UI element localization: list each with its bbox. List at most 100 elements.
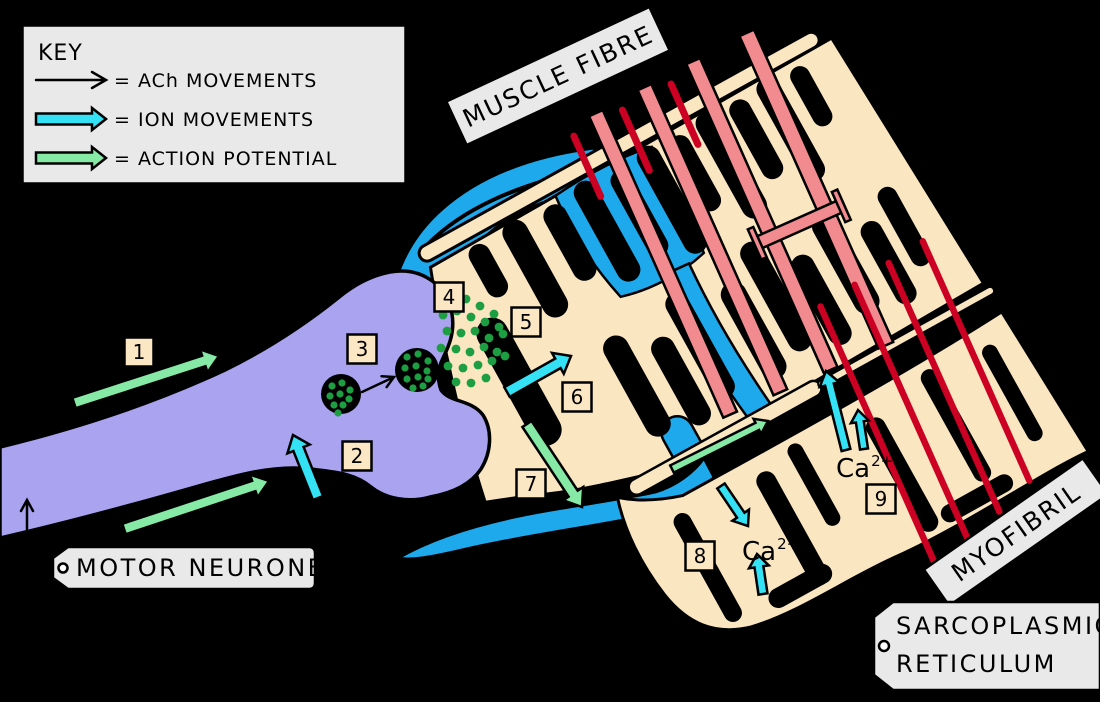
thin-arrow-icon	[34, 70, 109, 90]
action-potential-arrow-2	[120, 472, 271, 536]
ach-dot	[470, 326, 480, 336]
muscle-fibre-lower-lobe	[615, 309, 1091, 632]
ach-dot	[345, 395, 353, 403]
myofibril-crossbar-tick	[830, 187, 853, 224]
step-markers: 1 2 3 4 5 6 7 8 9	[123, 281, 897, 572]
ach-dot	[479, 342, 489, 352]
ach-dot	[403, 375, 411, 383]
ach-dot	[438, 310, 448, 320]
key-item-action-potential: = ACTION POTENTIAL	[114, 148, 337, 170]
step-2: 2	[341, 440, 373, 472]
step-9: 9	[865, 483, 897, 515]
ach-dot	[442, 326, 452, 336]
ach-dot	[334, 409, 342, 417]
svg-text:1: 1	[133, 340, 146, 364]
myofibril-red-dashes	[570, 80, 702, 200]
svg-text:5: 5	[520, 310, 533, 334]
key-title: KEY	[38, 41, 83, 66]
ach-dot	[338, 379, 346, 387]
action-potential-arrow-7	[520, 419, 585, 509]
step-5: 5	[510, 306, 542, 338]
ach-dot	[336, 390, 344, 398]
ach-dot	[489, 309, 499, 319]
calcium-arrow-long	[817, 368, 852, 453]
ion-arrow-6	[502, 351, 573, 399]
ach-dot	[466, 312, 476, 322]
ach-dot	[436, 343, 446, 353]
ach-dot	[424, 375, 432, 383]
ach-dot	[412, 362, 420, 370]
calcium-label-lower: Ca2+	[742, 535, 799, 567]
ach-dot	[466, 378, 476, 388]
action-potential-arrow-ttubule	[668, 417, 770, 475]
ach-dot	[443, 361, 453, 371]
myofibril-red-lines	[817, 238, 1033, 577]
ach-dot	[492, 347, 502, 357]
sarcoplasmic-reticulum-tag: SARCOPLASMIC RETICULUM	[872, 600, 1100, 692]
ach-dot	[423, 367, 431, 375]
calcium-arrow-up	[746, 551, 772, 597]
svg-text:4: 4	[443, 285, 456, 309]
svg-text:3: 3	[356, 337, 369, 361]
svg-text:8: 8	[694, 544, 707, 568]
ach-dot	[487, 356, 497, 366]
ach-dot	[424, 357, 432, 365]
motor-neurone-tag: MOTOR NEURONE	[51, 545, 325, 591]
svg-text:2: 2	[351, 444, 364, 468]
svg-text:SARCOPLASMIC: SARCOPLASMIC	[896, 612, 1100, 640]
myofibril-bar	[684, 56, 840, 375]
key-item-ach: = ACh MOVEMENTS	[114, 70, 317, 92]
ion-arrow-2	[285, 433, 325, 502]
ach-dot	[403, 353, 411, 361]
myofibril-bars	[570, 27, 1033, 577]
step-6: 6	[561, 381, 593, 413]
impulse-arrow	[19, 497, 35, 535]
ach-in-vesicle	[401, 350, 432, 392]
green-arrow-icon	[34, 144, 109, 172]
ach-dot	[484, 333, 494, 343]
t-tubule-extension	[817, 285, 996, 390]
ach-dot	[346, 386, 354, 394]
ach-dot	[475, 301, 485, 311]
ach-dot	[451, 377, 461, 387]
step-1: 1	[123, 336, 155, 368]
svg-text:6: 6	[571, 385, 584, 409]
ach-dot	[419, 382, 427, 390]
action-potential-arrow-1	[70, 347, 221, 410]
synaptic-cleft-bottom	[394, 455, 716, 561]
ach-dot	[414, 373, 422, 381]
key-panel: KEY = ACh MOVEMENTS = ION MOVEMENTS = AC…	[20, 23, 408, 186]
svg-text:9: 9	[875, 487, 888, 511]
step-7: 7	[515, 468, 547, 500]
ach-dot	[465, 347, 475, 357]
tag-hole-icon	[57, 562, 69, 574]
calcium-arrow-short	[848, 407, 872, 452]
svg-text:7: 7	[525, 472, 538, 496]
myofibril-bar	[636, 82, 789, 397]
ach-in-vesicle	[326, 379, 354, 417]
myofibril-bar	[587, 108, 739, 420]
ach-dot	[414, 350, 422, 358]
ach-dot	[498, 329, 508, 339]
ach-dot	[481, 373, 491, 383]
ach-dot	[458, 363, 468, 373]
ach-dot	[409, 384, 417, 392]
cyan-arrow-icon	[34, 105, 109, 133]
ach-dot	[339, 401, 347, 409]
ach-dot	[456, 328, 466, 338]
ach-dot	[326, 392, 334, 400]
ach-movement-arrow	[360, 374, 397, 394]
step-3: 3	[346, 333, 378, 365]
step-4: 4	[433, 281, 465, 313]
calcium-label-upper: Ca2+	[836, 452, 893, 484]
ach-dot	[401, 364, 409, 372]
ach-dot	[330, 401, 338, 409]
step-8: 8	[684, 540, 716, 572]
ach-dot	[480, 317, 490, 327]
ach-dot	[500, 351, 510, 361]
svg-text:MOTOR NEURONE: MOTOR NEURONE	[76, 554, 325, 582]
ach-dot	[328, 382, 336, 390]
ach-dot	[494, 322, 504, 332]
